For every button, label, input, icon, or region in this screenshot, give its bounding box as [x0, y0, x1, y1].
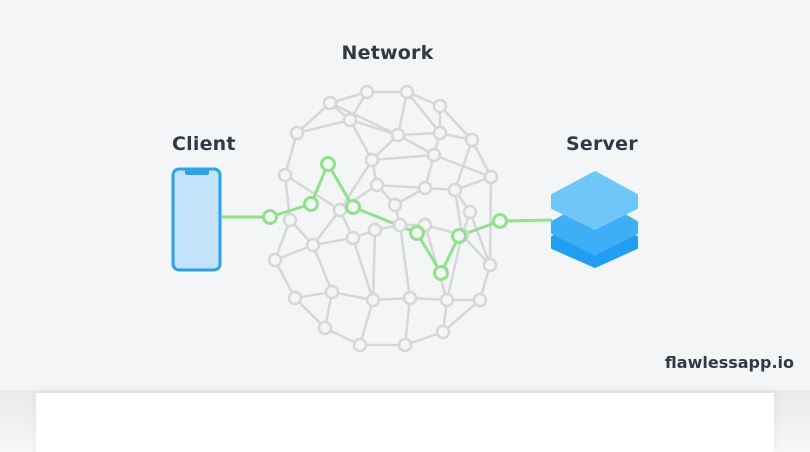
network-diagram: [171, 84, 638, 353]
mesh-node: [305, 237, 321, 253]
mesh-node: [367, 222, 383, 238]
mesh-node: [322, 95, 338, 111]
route-node: [303, 196, 319, 212]
route-node: [345, 199, 361, 215]
mesh-node: [317, 320, 333, 336]
mesh-link: [445, 234, 464, 301]
brand-watermark: flawlessapp.io: [664, 353, 794, 372]
network-label: Network: [341, 42, 434, 64]
mesh-node: [287, 290, 303, 306]
mesh-link: [398, 224, 412, 299]
server-label: Server: [566, 133, 638, 155]
mesh-link: [312, 209, 341, 246]
mesh-node: [267, 252, 283, 268]
mesh-node: [282, 212, 298, 228]
mesh-node: [397, 337, 413, 353]
mesh-node: [365, 292, 381, 308]
mesh-node: [439, 292, 455, 308]
mesh-link: [283, 174, 292, 221]
database-stack-icon: [551, 171, 638, 268]
mesh-link: [329, 101, 399, 137]
diagram-canvas: [0, 0, 810, 390]
mesh-link: [296, 102, 331, 134]
mesh-node: [464, 132, 480, 148]
mesh-link: [311, 244, 334, 293]
mesh-node: [399, 84, 415, 100]
mesh-link: [284, 173, 341, 212]
route-nodes: [262, 156, 508, 281]
route-node: [451, 228, 467, 244]
route-line: [222, 162, 553, 275]
route-node: [409, 225, 425, 241]
mesh-link: [453, 139, 474, 191]
mesh-node: [482, 257, 498, 273]
mesh-link: [403, 297, 412, 346]
mesh-node: [402, 290, 418, 306]
mesh-node: [392, 217, 408, 233]
mesh-link: [283, 132, 299, 176]
mesh-link: [296, 118, 351, 135]
mesh-node: [387, 197, 403, 213]
mesh-link: [376, 183, 426, 190]
route-node: [433, 265, 449, 281]
smartphone-icon: [171, 167, 222, 272]
mesh-node: [483, 169, 499, 185]
mesh-link: [406, 91, 441, 134]
mesh-node: [435, 324, 451, 340]
mesh-link: [358, 299, 375, 346]
mesh-link: [338, 159, 374, 211]
mesh-node: [289, 125, 305, 141]
mesh-node: [472, 292, 488, 308]
mesh-node: [462, 204, 478, 220]
client-label: Client: [172, 133, 236, 155]
mesh-link: [348, 119, 374, 161]
mesh-node: [345, 230, 361, 246]
mesh-node: [447, 182, 463, 198]
mesh-link: [488, 176, 493, 266]
mesh-link: [442, 299, 481, 333]
mesh-node: [432, 125, 448, 141]
mesh-node: [359, 84, 375, 100]
route-edges: [222, 162, 553, 275]
mesh-link: [351, 237, 375, 301]
route-node: [492, 213, 508, 229]
mesh-node: [369, 177, 385, 193]
mesh-link: [396, 91, 409, 136]
mesh-node: [364, 152, 380, 168]
mesh-link: [453, 189, 464, 236]
route-node: [320, 156, 336, 172]
mesh-node: [352, 337, 368, 353]
mesh-link: [439, 105, 473, 141]
mesh-link: [371, 229, 377, 301]
mesh-node: [417, 180, 433, 196]
mesh-node: [332, 202, 348, 218]
mesh-node: [324, 284, 340, 300]
mesh-link: [468, 211, 492, 266]
mesh-link: [371, 153, 435, 162]
mesh-node: [277, 167, 293, 183]
mesh-node: [342, 112, 358, 128]
route-node: [262, 209, 278, 225]
mesh-node: [426, 147, 442, 163]
mesh-node: [390, 127, 406, 143]
lower-card: [36, 393, 774, 452]
mesh-node: [432, 98, 448, 114]
